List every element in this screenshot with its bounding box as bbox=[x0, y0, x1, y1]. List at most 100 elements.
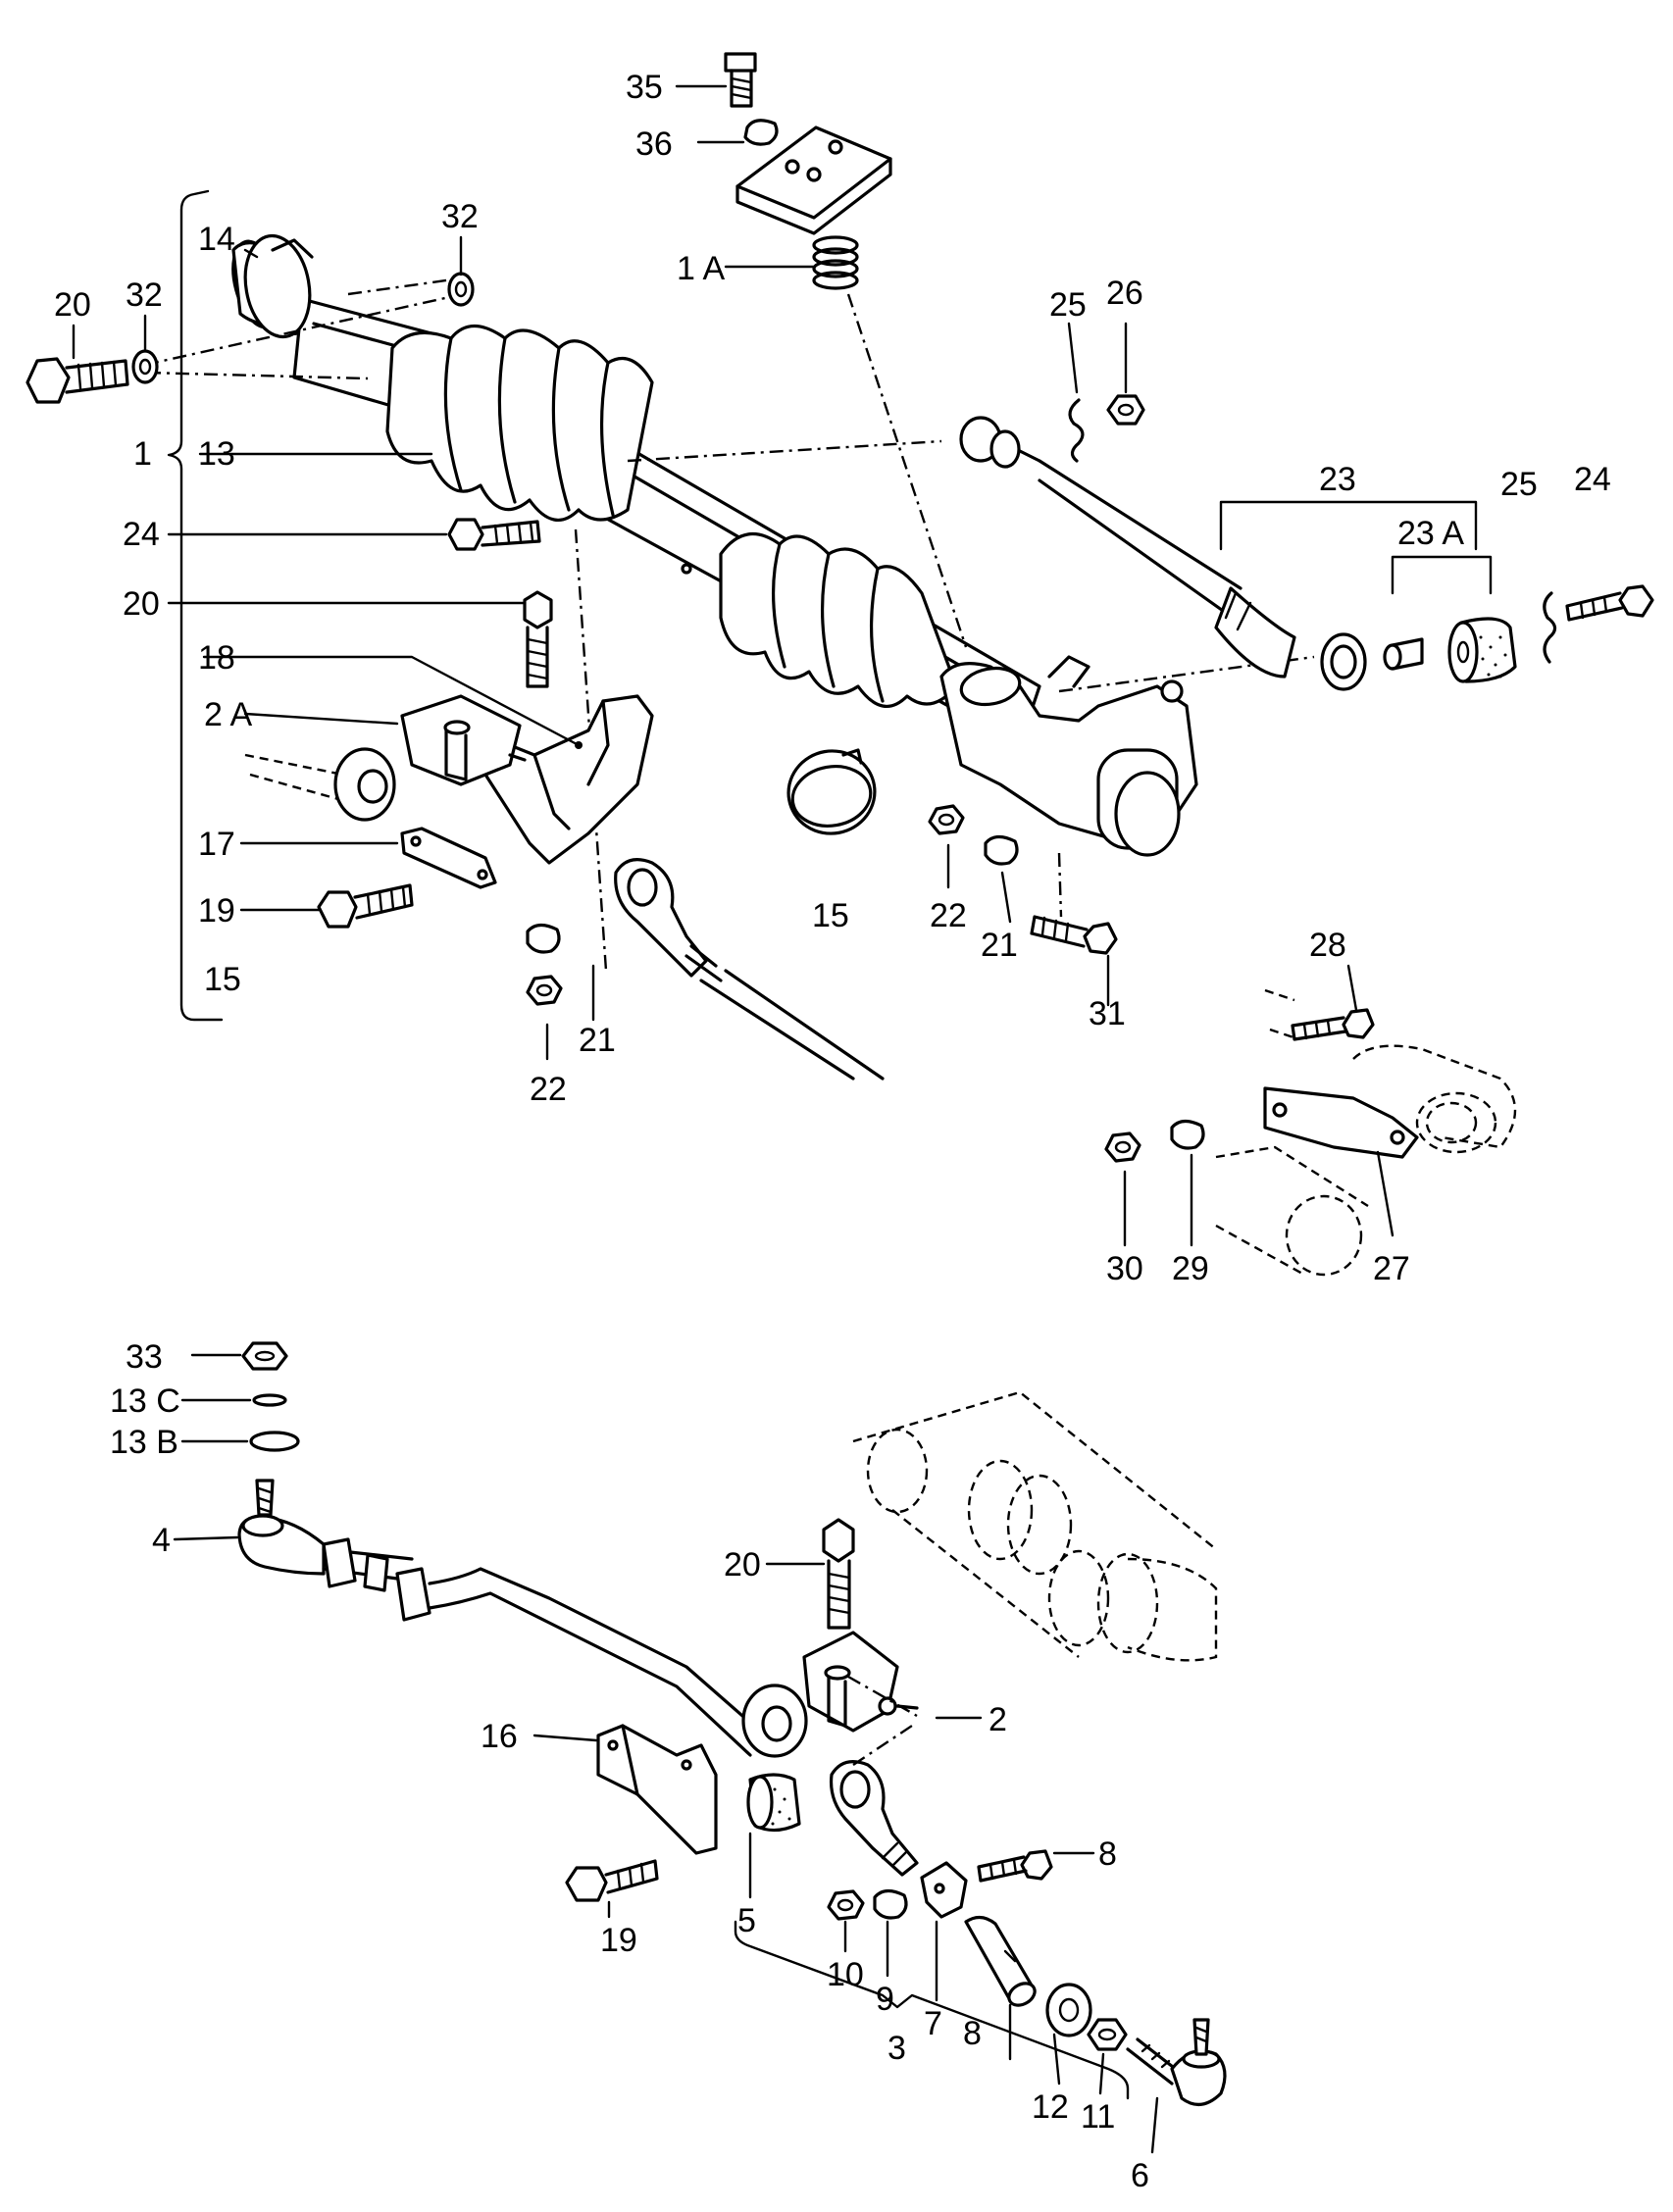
tie-rod-end-mid bbox=[614, 858, 885, 1081]
callout-2a: 2 A bbox=[204, 696, 252, 733]
nut-11 bbox=[1087, 2018, 1128, 2051]
callout-2: 2 bbox=[989, 1701, 1007, 1738]
clamp-plate-17 bbox=[400, 827, 497, 889]
callout-7: 7 bbox=[924, 2005, 942, 2042]
callout-23a: 23 A bbox=[1397, 515, 1464, 552]
callout-32-top: 32 bbox=[441, 198, 479, 235]
callout-5: 5 bbox=[737, 1902, 756, 1939]
bolt-24-right bbox=[1565, 584, 1654, 622]
callout-11: 11 bbox=[1081, 2098, 1115, 2136]
rubber-boot-13 bbox=[385, 325, 654, 522]
callout-12: 12 bbox=[1032, 2088, 1069, 2126]
nut-26 bbox=[1106, 394, 1145, 426]
callout-13b: 13 B bbox=[110, 1424, 178, 1461]
bolt-31 bbox=[1030, 915, 1118, 955]
callout-23: 23 bbox=[1319, 461, 1356, 498]
rubber-bush-5 bbox=[746, 1773, 801, 1833]
callout-19-bottom: 19 bbox=[600, 1922, 637, 1959]
bolt-28 bbox=[1291, 1008, 1375, 1041]
spring-washer-9 bbox=[873, 1888, 908, 1920]
callout-25-top: 25 bbox=[1049, 286, 1087, 324]
bolt-8 bbox=[977, 1849, 1053, 1883]
callout-21-right: 21 bbox=[981, 927, 1018, 964]
tie-rod-23 bbox=[959, 416, 1367, 691]
spring-washer-21-right bbox=[984, 834, 1019, 866]
callout-18: 18 bbox=[198, 639, 235, 677]
callout-8-sleeve: 8 bbox=[963, 2015, 982, 2052]
washer-12 bbox=[1045, 1983, 1092, 2037]
washer-32-top bbox=[447, 272, 475, 307]
clamp-7 bbox=[920, 1861, 968, 1919]
callout-27: 27 bbox=[1373, 1250, 1410, 1287]
callout-1: 1 bbox=[133, 435, 152, 473]
bolt-20-bottom bbox=[822, 1518, 855, 1630]
hose-clamp-14 bbox=[243, 233, 314, 339]
nut-10 bbox=[827, 1889, 865, 1921]
callout-33: 33 bbox=[126, 1338, 163, 1376]
assembly-lines-bottom bbox=[847, 1675, 918, 1766]
ring-13b bbox=[249, 1431, 300, 1452]
callout-8-bolt: 8 bbox=[1098, 1835, 1117, 1873]
bracket-23a bbox=[1391, 555, 1493, 595]
nut-22-left bbox=[526, 975, 563, 1006]
callout-30: 30 bbox=[1106, 1250, 1143, 1287]
group-bracket-1 bbox=[167, 189, 224, 1022]
callout-35: 35 bbox=[626, 69, 663, 106]
callout-25-right: 25 bbox=[1500, 466, 1538, 503]
spring-1a bbox=[812, 235, 859, 290]
bolt-20-vertical bbox=[523, 590, 553, 688]
callout-22-right: 22 bbox=[930, 897, 967, 934]
callout-20-bottom: 20 bbox=[724, 1546, 761, 1584]
spring-washer-36 bbox=[743, 119, 779, 146]
tie-rod-arm-3 bbox=[829, 1760, 919, 1877]
callout-15-left: 15 bbox=[204, 961, 241, 998]
adjusting-sleeve bbox=[964, 1915, 1037, 2007]
callout-24-right: 24 bbox=[1574, 461, 1611, 498]
bracket-23 bbox=[1219, 500, 1478, 551]
nut-30 bbox=[1104, 1131, 1141, 1163]
bolt-20-left bbox=[25, 357, 129, 404]
callout-24-left: 24 bbox=[123, 516, 160, 553]
callout-4: 4 bbox=[152, 1522, 171, 1559]
bush-23a bbox=[1383, 617, 1517, 683]
bolt-24-left bbox=[447, 518, 541, 551]
nut-22-right bbox=[928, 804, 965, 835]
callout-22-left: 22 bbox=[530, 1071, 567, 1108]
callout-9: 9 bbox=[876, 1981, 894, 2018]
callout-26: 26 bbox=[1106, 275, 1143, 312]
callout-17: 17 bbox=[198, 826, 235, 863]
callout-labels: 35 36 1 A 32 14 20 32 25 26 1 13 23 25 2… bbox=[54, 69, 1611, 2194]
callout-13-top: 13 bbox=[198, 435, 235, 473]
callout-14: 14 bbox=[198, 221, 235, 258]
bolt-19-bottom bbox=[565, 1859, 659, 1902]
rubber-mount-2 bbox=[802, 1631, 919, 1733]
steering-valve-housing bbox=[939, 655, 1198, 857]
callout-1a: 1 A bbox=[677, 250, 725, 287]
callout-13c: 13 C bbox=[110, 1382, 180, 1420]
callout-20-left: 20 bbox=[54, 286, 91, 324]
callout-6: 6 bbox=[1131, 2157, 1149, 2194]
callout-31: 31 bbox=[1089, 995, 1126, 1032]
callout-19-top: 19 bbox=[198, 892, 235, 930]
rubber-boot-right bbox=[719, 532, 958, 708]
ring-13c bbox=[252, 1393, 287, 1407]
callout-20-mid: 20 bbox=[123, 585, 160, 623]
callout-36: 36 bbox=[635, 126, 673, 163]
bolt-19-top bbox=[317, 883, 414, 929]
callout-32-left: 32 bbox=[126, 276, 163, 314]
bracket-16 bbox=[596, 1724, 718, 1855]
spring-washer-21-left bbox=[526, 923, 561, 954]
tie-rod-end-6 bbox=[1126, 2018, 1227, 2106]
callout-28: 28 bbox=[1309, 927, 1346, 964]
hose-clamp-15 bbox=[786, 748, 877, 835]
callout-15-clamp: 15 bbox=[812, 897, 849, 934]
spring-washer-29 bbox=[1170, 1119, 1205, 1150]
group-bracket-3 bbox=[734, 1920, 1130, 2100]
nut-33 bbox=[241, 1341, 288, 1371]
callout-10: 10 bbox=[827, 1956, 864, 1993]
leader-lines bbox=[72, 84, 1394, 2154]
spring-clip-25-top bbox=[1068, 398, 1085, 463]
spring-clip-25-right bbox=[1543, 591, 1557, 664]
washer-32-left bbox=[131, 349, 159, 384]
